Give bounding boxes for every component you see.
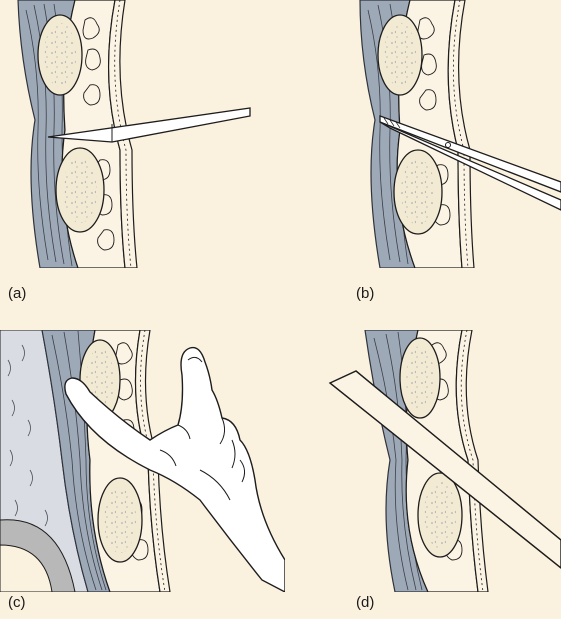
panel-label-a: (a) — [8, 285, 26, 302]
panel-d-illustration — [330, 330, 561, 592]
panel-label-d: (d) — [356, 594, 374, 611]
panel-label-b: (b) — [356, 285, 374, 302]
panel-c-illustration — [0, 330, 285, 592]
panel-a-illustration — [18, 0, 250, 268]
panel-label-c: (c) — [8, 594, 26, 611]
panel-b-illustration — [360, 0, 561, 268]
